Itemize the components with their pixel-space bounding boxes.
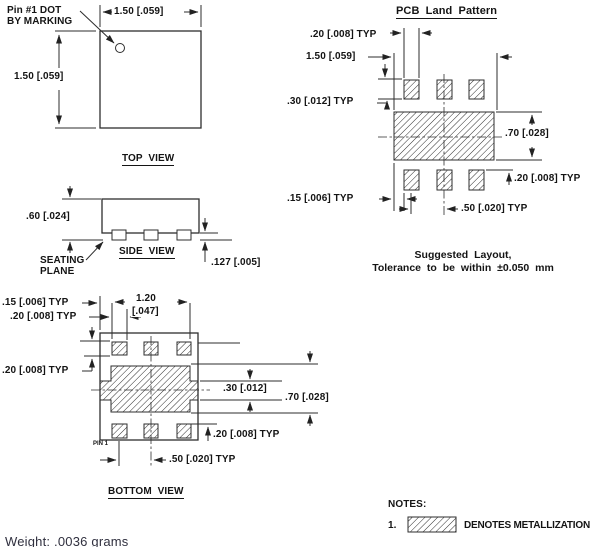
land-center-height-dimension (496, 111, 542, 161)
bottom-view-pitch-dimension (100, 441, 166, 466)
land-pad-width-dimension (390, 28, 432, 78)
metallization-swatch (407, 516, 457, 533)
seating-plane-leader (85, 241, 104, 261)
bottom-view-pad-width-label: .20 [.008] TYP (10, 311, 77, 322)
land-pitch-label: .50 [.020] TYP (461, 203, 528, 214)
bottom-view-center-height-label: .70 [.028] (284, 392, 330, 403)
land-top-pad (436, 79, 453, 100)
top-view-package-outline (99, 30, 202, 129)
bottom-view-drawing (80, 296, 318, 468)
bottom-view-span-label-line1: 1.20 (135, 293, 157, 304)
land-pattern-title: PCB Land Pattern (396, 5, 498, 19)
side-view-standoff-dim-label: .127 [.005] (211, 257, 261, 268)
side-view-pad (176, 229, 192, 241)
land-pad-height-label: .30 [.012] TYP (287, 96, 354, 107)
suggested-layout-line1: Suggested Layout, (414, 249, 512, 261)
bottom-view-edge-gap-dimension (82, 296, 101, 330)
land-edge-gap-label: .15 [.006] TYP (287, 193, 354, 204)
pin1-marking-label-line1: Pin #1 DOT (7, 5, 62, 16)
top-view-title: TOP VIEW (122, 153, 175, 166)
thermal-pad (99, 365, 199, 413)
side-view-height-dim-label: .60 [.024] (26, 211, 70, 222)
top-view-height-dim-label: 1.50 [.059] (13, 71, 65, 82)
land-pitch-dimension (399, 193, 458, 214)
land-center-width-dimension (368, 53, 512, 110)
bottom-view-span-dimension (111, 299, 191, 339)
pin1-leader-line (79, 10, 115, 44)
note1-text: DENOTES METALLIZATION (464, 520, 590, 531)
top-view-width-dimension (99, 5, 202, 27)
side-view-drawing (62, 186, 232, 262)
land-center-height-label: .70 [.028] (504, 128, 550, 139)
side-view-body (101, 198, 200, 234)
land-pattern-drawing (368, 28, 542, 215)
bottom-view-pitch-label: .50 [.020] TYP (169, 454, 236, 465)
land-bottom-pad-dimension (486, 169, 513, 185)
pin1-marking-label-line2: BY MARKING (7, 16, 73, 27)
bottom-view-right-dimensions (191, 342, 318, 441)
land-pad-height-dimension (377, 64, 402, 110)
side-view-height-dimension (62, 186, 103, 253)
land-center-width-label: 1.50 [.059] (306, 51, 356, 62)
bottom-view-bottom-pad-label: .20 [.008] TYP (213, 429, 280, 440)
land-bottom-pad (468, 169, 485, 191)
seating-plane-label-line1: SEATING (40, 255, 85, 266)
land-pad-width-label: .20 [.008] TYP (310, 29, 377, 40)
land-bottom-pad (436, 169, 453, 191)
land-top-pad (403, 79, 420, 100)
notes-heading: NOTES: (388, 499, 427, 510)
land-top-pad (468, 79, 485, 100)
bottom-view-top-pad (176, 341, 192, 356)
bottom-view-bottom-pad (111, 423, 128, 439)
side-view-standoff-dimension (200, 218, 232, 262)
land-bottom-pad-label: .20 [.008] TYP (514, 173, 581, 184)
seating-plane-label-line2: PLANE (40, 266, 75, 277)
bottom-view-pad-width-dimension (89, 309, 141, 340)
bottom-view-title: BOTTOM VIEW (108, 486, 184, 499)
side-view-pad (143, 229, 159, 241)
suggested-layout-line2: Tolerance to be within ±0.050 mm (372, 262, 554, 274)
weight-label: Weight: .0036 grams (5, 534, 129, 547)
bottom-view-wing-height-label: .30 [.012] (222, 383, 268, 394)
top-view-width-dim-label: 1.50 [.059] (114, 6, 164, 17)
land-bottom-pad (403, 169, 420, 191)
bottom-view-bottom-pad (176, 423, 192, 439)
side-view-title: SIDE VIEW (119, 246, 175, 259)
bottom-view-pad-height-label: .20 [.008] TYP (2, 365, 69, 376)
top-view-height-dimension (55, 30, 96, 129)
bottom-view-edge-gap-label: .15 [.006] TYP (2, 297, 69, 308)
suggested-layout-note: Suggested Layout, Tolerance to be within… (330, 249, 596, 275)
side-view-pad (111, 229, 127, 241)
top-view-drawing (55, 5, 202, 129)
bottom-view-pad-height-dimension (80, 327, 110, 372)
note1-number: 1. (388, 520, 397, 531)
bottom-view-top-pad (111, 341, 128, 356)
bottom-view-span-label-line2: [.047] (131, 306, 160, 317)
bottom-view-pin1-label: PIN 1 (93, 441, 109, 447)
pin1-dot (115, 43, 125, 53)
